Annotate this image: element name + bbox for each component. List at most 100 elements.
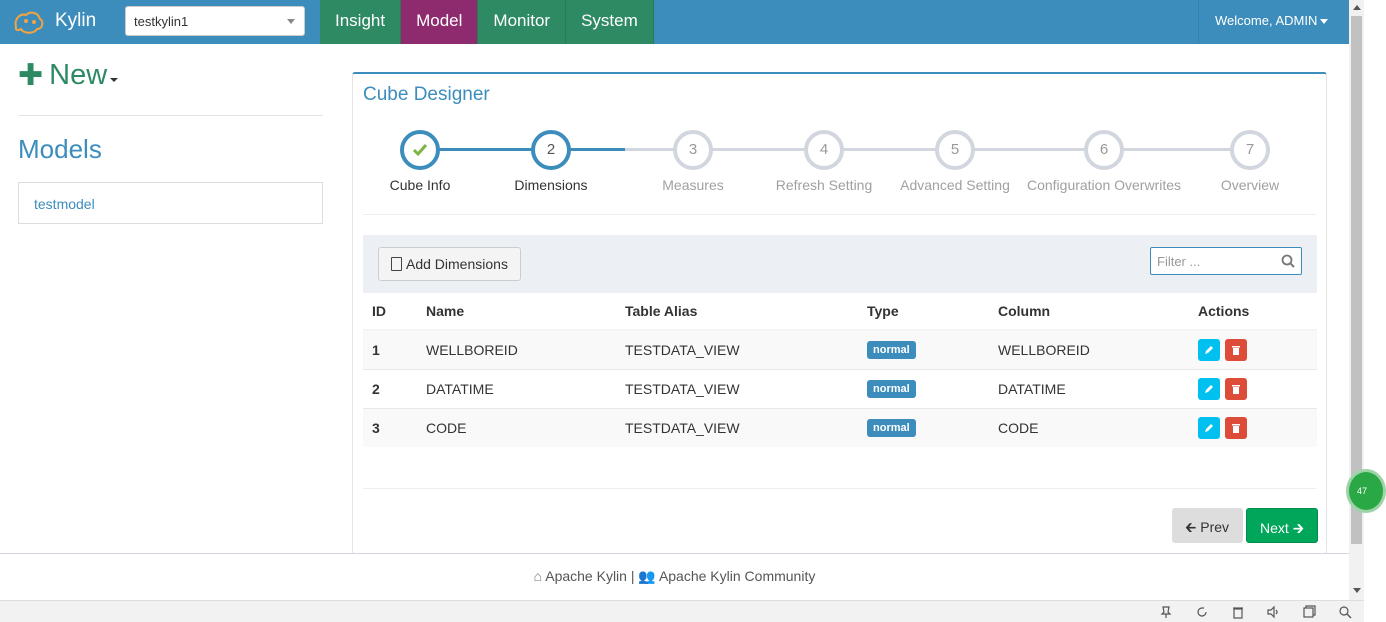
step-label-refresh-setting: Refresh Setting: [775, 177, 873, 193]
cell-type: normal: [858, 368, 989, 408]
top-navbar: Kylin testkylin1 Insight Model Monitor S…: [0, 0, 1349, 44]
cell-column: WELLBOREID: [989, 329, 1189, 369]
delete-button[interactable]: [1224, 338, 1247, 361]
brand[interactable]: Kylin: [0, 0, 110, 44]
add-dimensions-button[interactable]: Add Dimensions: [378, 247, 521, 281]
delete-button[interactable]: [1224, 377, 1247, 400]
cell-column: DATATIME: [989, 368, 1189, 408]
pencil-icon: [1205, 384, 1213, 393]
step-label-dimensions: Dimensions: [514, 177, 588, 193]
refresh-icon[interactable]: [1195, 605, 1209, 619]
cell-actions: [1189, 368, 1317, 408]
calculator-icon: [391, 257, 402, 271]
divider: [363, 488, 1316, 489]
home-icon: ⌂: [533, 568, 543, 584]
next-label: Next: [1260, 520, 1289, 536]
nav-system[interactable]: System: [566, 0, 654, 44]
window-icon[interactable]: [1302, 605, 1316, 619]
step-configuration-overwrites[interactable]: 6: [1084, 130, 1124, 170]
step-cube-info[interactable]: [400, 130, 440, 170]
step-overview[interactable]: 7: [1230, 130, 1270, 170]
project-select[interactable]: testkylin1: [125, 6, 305, 36]
column-header-id: ID: [363, 293, 417, 331]
column-header-table-alias: Table Alias: [616, 293, 858, 331]
cell-table-alias: TESTDATA_VIEW: [616, 368, 858, 408]
scrollbar-thumb[interactable]: [1351, 16, 1362, 544]
next-button[interactable]: Next 🡲: [1246, 508, 1318, 543]
models-heading: Models: [18, 134, 102, 164]
cell-name: WELLBOREID: [417, 329, 616, 369]
step-label-advanced-setting: Advanced Setting: [900, 177, 1010, 193]
kylin-logo-icon: [14, 11, 44, 34]
project-select-value: testkylin1: [134, 14, 189, 29]
trash-icon: [1231, 384, 1240, 394]
footer-link-apache-kylin[interactable]: Apache Kylin: [545, 568, 627, 584]
model-list: testmodel: [18, 182, 323, 224]
divider: [363, 214, 1316, 215]
vertical-scrollbar[interactable]: [1349, 0, 1364, 600]
prev-label: Prev: [1200, 519, 1230, 535]
chevron-down-icon: [287, 19, 295, 24]
delete-button[interactable]: [1224, 416, 1247, 439]
cube-designer-panel: Cube Designer 2 3 4 5 6 7 Cube Info Dime…: [352, 72, 1327, 554]
step-label-cube-info: Cube Info: [389, 177, 451, 193]
cell-table-alias: TESTDATA_VIEW: [616, 407, 858, 447]
footer-link-community[interactable]: Apache Kylin Community: [658, 568, 816, 584]
floating-badge[interactable]: 47: [1346, 469, 1386, 513]
column-header-column: Column: [989, 293, 1189, 331]
cell-actions: [1189, 407, 1317, 447]
cell-type: normal: [858, 407, 989, 447]
cell-id: 1: [363, 329, 417, 369]
cell-name: CODE: [417, 407, 616, 447]
step-refresh-setting[interactable]: 4: [804, 130, 844, 170]
arrow-right-icon: 🡲: [1292, 520, 1305, 536]
pin-icon[interactable]: [1159, 605, 1173, 619]
table-row: 2 DATATIME TESTDATA_VIEW normal DATATIME: [363, 368, 1317, 408]
footer: ⌂ Apache Kylin | 👥 Apache Kylin Communit…: [0, 553, 1349, 599]
user-menu[interactable]: Welcome, ADMIN: [1198, 0, 1349, 44]
column-header-type: Type: [858, 293, 989, 331]
step-measures[interactable]: 3: [673, 130, 713, 170]
arrow-left-icon: 🡰: [1185, 519, 1197, 535]
add-dimensions-label: Add Dimensions: [406, 256, 508, 272]
zoom-icon[interactable]: [1338, 605, 1352, 619]
users-icon: 👥: [638, 568, 656, 584]
footer-separator: |: [630, 568, 635, 584]
column-header-name: Name: [417, 293, 616, 331]
prev-button[interactable]: 🡰 Prev: [1172, 508, 1243, 543]
caret-down-icon: [1320, 19, 1329, 25]
nav-model[interactable]: Model: [401, 0, 479, 44]
new-button[interactable]: ✚ New: [18, 58, 119, 93]
step-advanced-setting[interactable]: 5: [935, 130, 975, 170]
model-link-testmodel[interactable]: testmodel: [34, 196, 95, 212]
table-row: 1 WELLBOREID TESTDATA_VIEW normal WELLBO…: [363, 329, 1317, 369]
step-label-measures: Measures: [662, 177, 724, 193]
column-header-actions: Actions: [1189, 293, 1317, 331]
filter-input[interactable]: Filter ...: [1150, 247, 1302, 275]
type-badge: normal: [867, 419, 916, 438]
filter-placeholder: Filter ...: [1157, 254, 1201, 269]
speaker-icon[interactable]: [1266, 605, 1280, 619]
scroll-up-icon[interactable]: [1353, 5, 1361, 10]
table-header-row: ID Name Table Alias Type Column Actions: [363, 293, 1317, 331]
step-label-configuration-overwrites: Configuration Overwrites: [1026, 177, 1182, 193]
nav-monitor[interactable]: Monitor: [478, 0, 567, 44]
check-icon: [412, 144, 428, 157]
panel-title: Cube Designer: [363, 84, 490, 105]
edit-button[interactable]: [1198, 377, 1220, 400]
browser-status-bar: [0, 600, 1364, 622]
divider: [18, 115, 323, 116]
step-dimensions[interactable]: 2: [531, 130, 571, 170]
trash-icon[interactable]: [1231, 605, 1245, 619]
edit-button[interactable]: [1198, 338, 1220, 361]
cell-type: normal: [858, 329, 989, 369]
search-icon: [1281, 254, 1295, 268]
edit-button[interactable]: [1198, 416, 1220, 439]
step-label-overview: Overview: [1220, 177, 1280, 193]
nav-insight[interactable]: Insight: [320, 0, 402, 44]
plus-icon: ✚: [18, 59, 44, 92]
cell-id: 3: [363, 407, 417, 447]
scroll-down-icon[interactable]: [1353, 588, 1361, 593]
dimensions-toolbar: Add Dimensions Filter ...: [363, 235, 1317, 293]
main-nav: Insight Model Monitor System: [320, 0, 654, 44]
